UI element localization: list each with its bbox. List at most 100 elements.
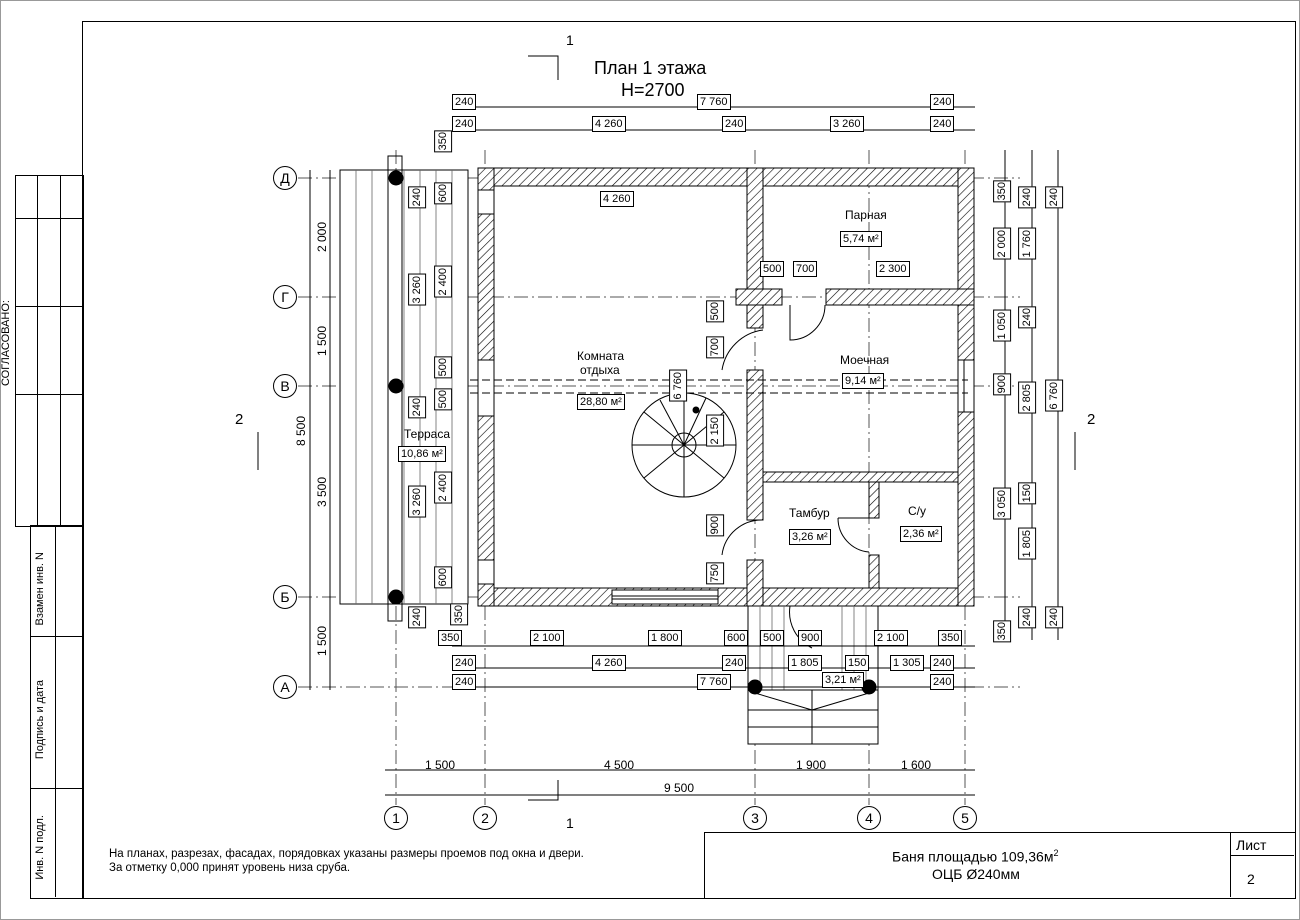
dim-bot2-f: 1 305 <box>890 655 924 672</box>
axis-number-4: 4 <box>857 806 881 830</box>
dim-right2-3: 240 <box>1018 306 1037 329</box>
dim-v750: 750 <box>706 562 725 585</box>
note-line-2: За отметку 0,000 принят уровень низа сру… <box>109 862 351 874</box>
axis-letter-a: А <box>273 675 297 699</box>
wall-wash <box>762 471 959 483</box>
dim-left-total: 8 500 <box>294 416 308 447</box>
dim-bot2-d: 1 805 <box>788 655 822 672</box>
wall-top <box>477 167 975 187</box>
approval-divider <box>15 306 82 307</box>
dim-right2-6: 1 805 <box>1018 528 1037 560</box>
dim-bot1-f: 900 <box>798 630 823 647</box>
wall-wc-1 <box>868 481 880 519</box>
room-name-wash: Моечная <box>840 353 890 367</box>
plan-title: План 1 этажа <box>594 58 707 78</box>
approval-block <box>15 175 84 527</box>
dim-v500: 500 <box>706 300 725 323</box>
title-stamp <box>704 832 1296 899</box>
room-name-steam: Парная <box>845 208 887 222</box>
stamp-divider <box>1230 832 1231 897</box>
sign-divider <box>30 636 82 637</box>
dim-terrace-11: 600 <box>434 566 453 589</box>
door-wc <box>837 517 870 553</box>
dim-terrace-3: 600 <box>434 182 453 205</box>
dim-right1-1: 350 <box>993 180 1012 203</box>
dim-v2150: 2 150 <box>706 415 725 447</box>
plan-height: Н=2700 <box>621 80 685 100</box>
room-name-living-2: отдыха <box>580 363 620 377</box>
dim-bot3-a: 240 <box>452 674 477 691</box>
dim-bot2-e: 150 <box>845 655 870 672</box>
axis-letter-v: В <box>273 374 297 398</box>
approval-divider <box>15 394 82 395</box>
dim-right2-1: 240 <box>1018 186 1037 209</box>
room-area-vestibule: 3,26 м² <box>789 529 831 546</box>
dim-left-2: 1 500 <box>315 326 329 357</box>
dim-bot3-c: 240 <box>930 674 955 691</box>
dim-top2-c: 240 <box>722 116 747 133</box>
axis-number-5: 5 <box>953 806 977 830</box>
dim-top1-c: 240 <box>930 94 955 111</box>
wall-steam-2 <box>825 288 975 306</box>
dim-steam-700: 700 <box>793 261 818 278</box>
axis-letter-g: Г <box>273 285 297 309</box>
dim-bot1-h: 350 <box>938 630 963 647</box>
column-d1 <box>388 170 404 186</box>
section-mark-top: 1 <box>566 32 574 48</box>
dim-right2-2: 1 760 <box>1018 228 1037 260</box>
stamp-title: Баня площадью 109,36м2 <box>892 849 1059 864</box>
door-steam <box>789 304 826 341</box>
axis-number-2: 2 <box>473 806 497 830</box>
dim-right2-5: 150 <box>1018 482 1037 505</box>
dim-axes-2: 4 500 <box>604 758 635 772</box>
dim-left-4: 1 500 <box>315 626 329 657</box>
dim-bot2-g: 240 <box>930 655 955 672</box>
dim-terrace-12: 240 <box>408 606 427 629</box>
room-area-terrace: 10,86 м² <box>398 446 446 463</box>
dim-terrace-13: 350 <box>450 603 469 626</box>
dim-top2-b: 4 260 <box>592 116 626 133</box>
dim-right2-7: 240 <box>1018 606 1037 629</box>
wall-steam-1 <box>735 288 783 306</box>
note-line-1: На планах, разрезах, фасадах, порядовках… <box>109 848 584 860</box>
section-mark-left: 2 <box>235 411 244 428</box>
sheet-number: 2 <box>1247 871 1255 887</box>
dim-terrace-5: 2 400 <box>434 266 453 298</box>
room-name-wc: С/у <box>908 504 926 518</box>
dim-terrace-8: 240 <box>408 396 427 419</box>
axis-number-1: 1 <box>384 806 408 830</box>
room-name-terrace: Терраса <box>404 427 451 441</box>
section-mark-bottom: 1 <box>566 815 574 831</box>
approval-divider <box>60 175 61 525</box>
dim-axes-total: 9 500 <box>664 781 695 795</box>
dim-terrace-10: 2 400 <box>434 472 453 504</box>
dim-terrace-1: 350 <box>434 130 453 153</box>
dim-right2-4: 2 805 <box>1018 382 1037 414</box>
dim-living-width: 4 260 <box>600 191 634 208</box>
dim-axes-4: 1 600 <box>901 758 932 772</box>
dim-bot1-d: 600 <box>724 630 749 647</box>
dim-v700: 700 <box>706 336 725 359</box>
room-area-wc: 2,36 м² <box>900 526 942 543</box>
dim-terrace-7: 500 <box>434 388 453 411</box>
wall-bottom <box>477 587 975 607</box>
room-area-steam: 5,74 м² <box>840 231 882 248</box>
drawing-frame <box>82 21 1296 899</box>
dim-right1-4: 900 <box>993 373 1012 396</box>
stamp-title-text: Баня площадью 109,36м <box>892 848 1054 865</box>
dim-terrace-6: 500 <box>434 356 453 379</box>
spiral-stair <box>631 392 737 498</box>
wall-wc-2 <box>868 554 880 589</box>
dim-top2-e: 240 <box>930 116 955 133</box>
stamp-title-sup: 2 <box>1053 848 1059 858</box>
room-area-living: 28,80 м² <box>577 394 625 411</box>
dim-terrace-4: 3 260 <box>408 274 427 306</box>
sign-block <box>30 525 84 899</box>
dim-left-3: 3 500 <box>315 477 329 508</box>
dim-right1-6: 350 <box>993 620 1012 643</box>
dim-steam-500: 500 <box>760 261 785 278</box>
approval-divider <box>37 175 38 525</box>
dim-bot1-b: 2 100 <box>530 630 564 647</box>
dim-right1-3: 1 050 <box>993 310 1012 342</box>
axis-number-3: 3 <box>743 806 767 830</box>
